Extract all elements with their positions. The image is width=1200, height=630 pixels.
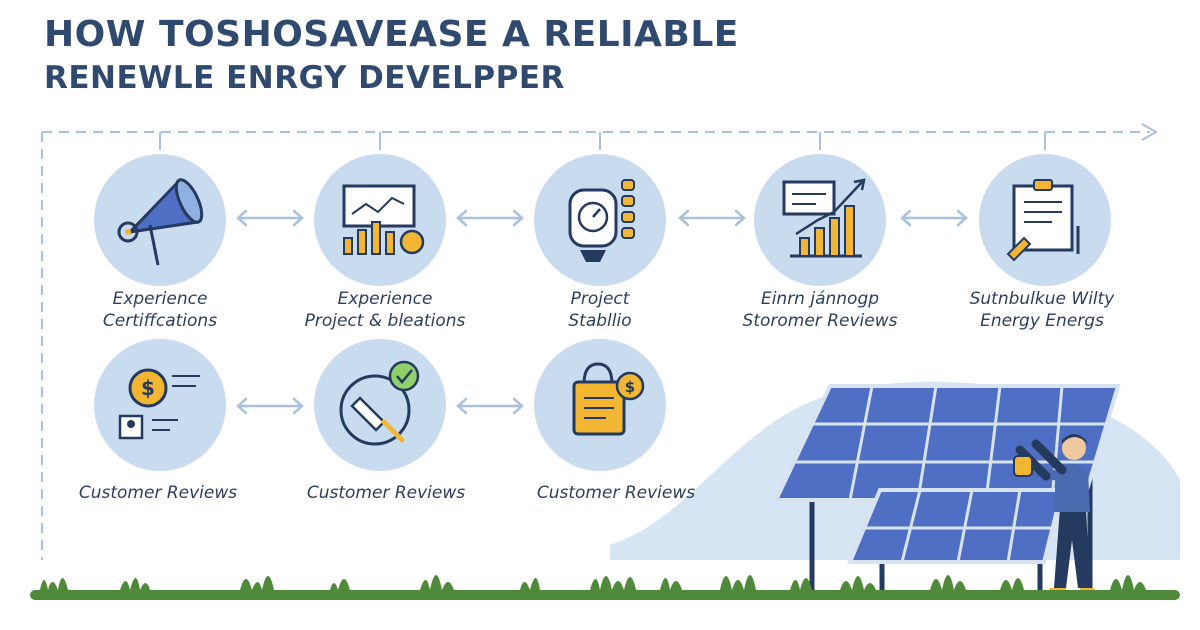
double-arrow-icon <box>236 209 304 227</box>
gauge-icon <box>568 179 635 262</box>
double-arrow-icon <box>236 397 304 415</box>
flow-lines <box>41 131 1150 560</box>
step-label-4: Einrn jánnogp Storomer Reviews <box>742 289 898 331</box>
double-arrow-icon <box>456 209 524 227</box>
step-circle-8: $ <box>534 339 666 471</box>
clock-check-icon <box>339 360 420 446</box>
title-line-2: RENEWLE ENRGY DEVELPPER <box>44 60 565 96</box>
step-label-2: Experience Project & bleations <box>304 289 466 331</box>
step-label-8: Customer Reviews <box>536 483 696 503</box>
double-arrow-icon <box>678 209 746 227</box>
megaphone-icon <box>117 178 204 266</box>
step-circle-4 <box>754 154 886 286</box>
step-circle-6: $ <box>94 339 226 471</box>
step-circle-3 <box>534 154 666 286</box>
step-label-1: Experience Certiffcations <box>102 289 218 331</box>
svg-text:$: $ <box>141 376 155 400</box>
connector-arrows <box>236 209 968 415</box>
document-icon <box>1006 179 1080 262</box>
svg-text:$: $ <box>625 378 635 396</box>
step-circle-7 <box>314 339 446 471</box>
step-label-6: Customer Reviews <box>78 483 238 503</box>
step-label-5: Sutnbulkue Wilty Energy Energs <box>969 289 1115 331</box>
step-label-7: Customer Reviews <box>306 483 466 503</box>
grass <box>40 575 1146 590</box>
solar-panel-front <box>847 488 1065 598</box>
double-arrow-icon <box>456 397 524 415</box>
title-line-1: HOW TOSHOSAVEASE A RELIABLE <box>44 14 739 55</box>
step-circle-1 <box>94 154 226 286</box>
flow-arrowhead <box>1141 123 1159 141</box>
chart-board-icon <box>342 184 425 255</box>
growth-chart-icon <box>782 178 866 258</box>
step-circle-5 <box>979 154 1111 286</box>
step-label-3: Project Stabllio <box>568 289 632 331</box>
step-circle-2 <box>314 154 446 286</box>
coin-gear-icon: $ <box>118 368 200 440</box>
shopping-bag-icon: $ <box>572 362 645 436</box>
page-title: HOW TOSHOSAVEASE A RELIABLE RENEWLE ENRG… <box>44 12 739 98</box>
double-arrow-icon <box>900 209 968 227</box>
ground-strip <box>30 590 1180 600</box>
